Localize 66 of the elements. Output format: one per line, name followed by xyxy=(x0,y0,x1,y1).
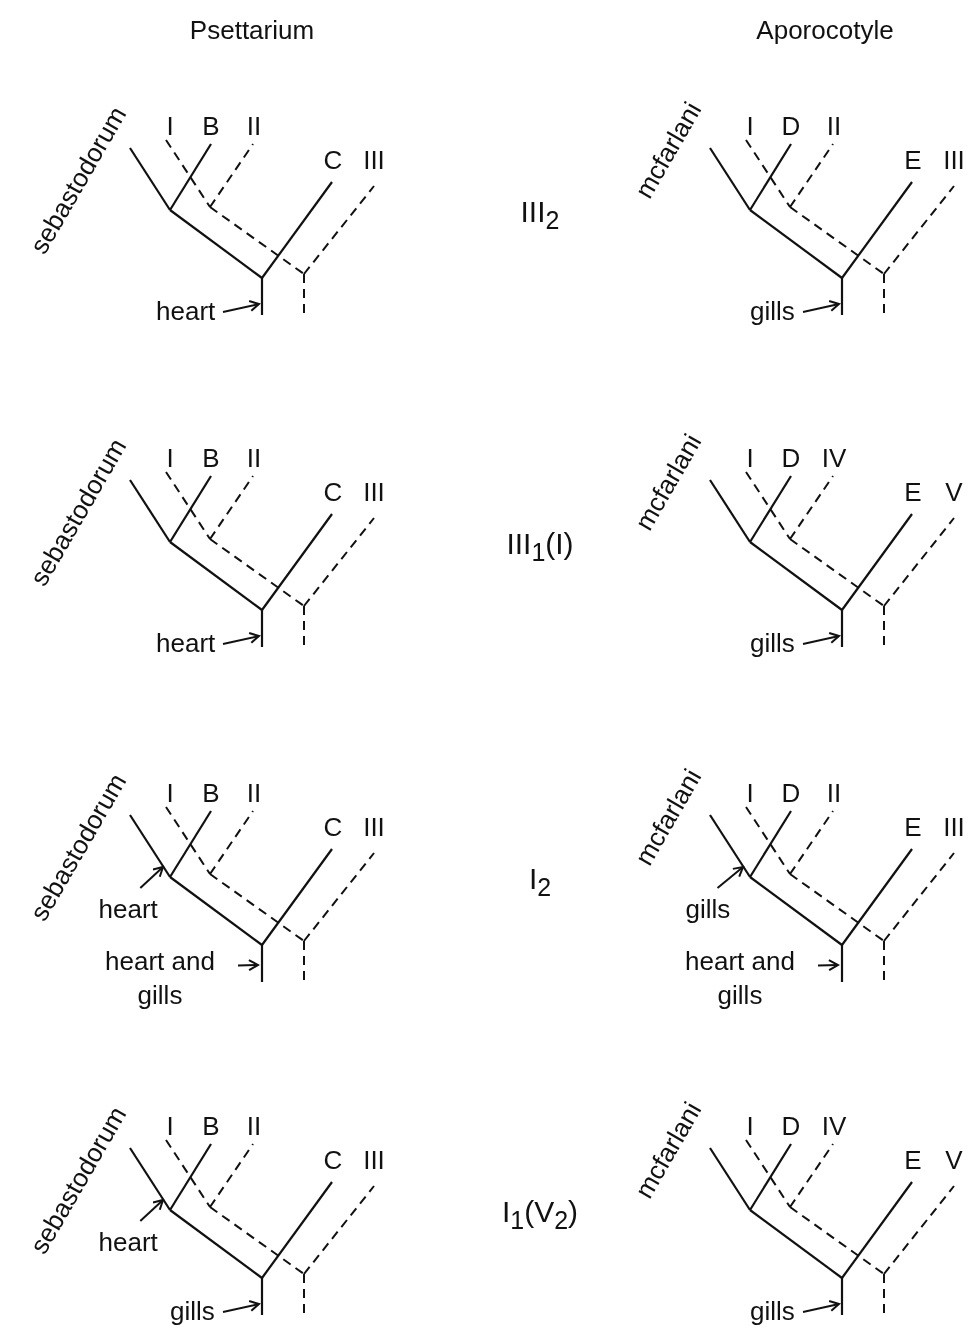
parasite-letter: D xyxy=(781,780,801,806)
organ-label: heart and gills xyxy=(90,945,230,1013)
organ-label: heart xyxy=(156,627,216,661)
host-numeral: I xyxy=(166,1113,174,1139)
organ-label: gills xyxy=(750,295,795,329)
scenario-label: III$_{2}$ xyxy=(520,197,560,233)
scenario-label: I$_{2}$ xyxy=(528,864,552,900)
organ-label: gills xyxy=(750,627,795,661)
parasite-letter: E xyxy=(904,479,922,505)
scenario-label: I$_{1}$(V$_{2}$) xyxy=(501,1197,579,1233)
host-numeral: II xyxy=(826,780,842,806)
parasite-letter: E xyxy=(904,147,922,173)
leader-arrow xyxy=(222,300,260,313)
host-numeral: III xyxy=(363,147,385,173)
leader-arrow xyxy=(802,1300,840,1313)
leader-arrow xyxy=(802,300,840,313)
host-numeral: III xyxy=(943,147,965,173)
leader-arrow xyxy=(139,1199,164,1222)
organ-label: gills xyxy=(750,1295,795,1329)
host-numeral: IV xyxy=(821,1113,847,1139)
leader-arrow xyxy=(222,1300,260,1313)
host-numeral: I xyxy=(166,780,174,806)
host-numeral: III xyxy=(943,814,965,840)
host-numeral: III xyxy=(363,1147,385,1173)
host-numeral: I xyxy=(746,445,754,471)
leader-arrow xyxy=(222,632,260,645)
host-numeral: III xyxy=(363,814,385,840)
parasite-letter: B xyxy=(202,780,220,806)
organ-label: gills xyxy=(170,1295,215,1329)
host-numeral: I xyxy=(166,113,174,139)
parasite-letter: D xyxy=(781,113,801,139)
host-numeral: V xyxy=(945,1147,963,1173)
host-numeral: I xyxy=(746,113,754,139)
host-numeral: II xyxy=(246,445,262,471)
scenario-label: III$_{1}$(I) xyxy=(506,529,574,565)
host-numeral: I xyxy=(746,1113,754,1139)
host-numeral: II xyxy=(246,113,262,139)
host-numeral: II xyxy=(246,780,262,806)
host-numeral: V xyxy=(945,479,963,505)
parasite-letter: B xyxy=(202,113,220,139)
leader-arrow xyxy=(139,866,164,889)
host-numeral: I xyxy=(166,445,174,471)
host-numeral: III xyxy=(363,479,385,505)
column-heading: Aporocotyle xyxy=(756,17,894,43)
parasite-letter: C xyxy=(323,147,343,173)
parasite-letter: C xyxy=(323,1147,343,1173)
leader-arrow xyxy=(237,959,259,972)
host-numeral: IV xyxy=(821,445,847,471)
host-numeral: II xyxy=(826,113,842,139)
leader-arrow xyxy=(716,866,744,889)
parasite-letter: E xyxy=(904,814,922,840)
organ-label: heart xyxy=(156,295,216,329)
parasite-letter: B xyxy=(202,445,220,471)
parasite-letter: B xyxy=(202,1113,220,1139)
host-numeral: II xyxy=(246,1113,262,1139)
parasite-letter: C xyxy=(323,814,343,840)
parasite-letter: D xyxy=(781,445,801,471)
leader-arrow xyxy=(817,959,839,972)
organ-label: gills xyxy=(685,893,731,927)
organ-label: heart and gills xyxy=(670,945,810,1013)
leader-arrow xyxy=(802,632,840,645)
column-heading: Psettarium xyxy=(189,17,315,43)
parasite-letter: C xyxy=(323,479,343,505)
host-numeral: I xyxy=(746,780,754,806)
parasite-letter: D xyxy=(781,1113,801,1139)
parasite-letter: E xyxy=(904,1147,922,1173)
